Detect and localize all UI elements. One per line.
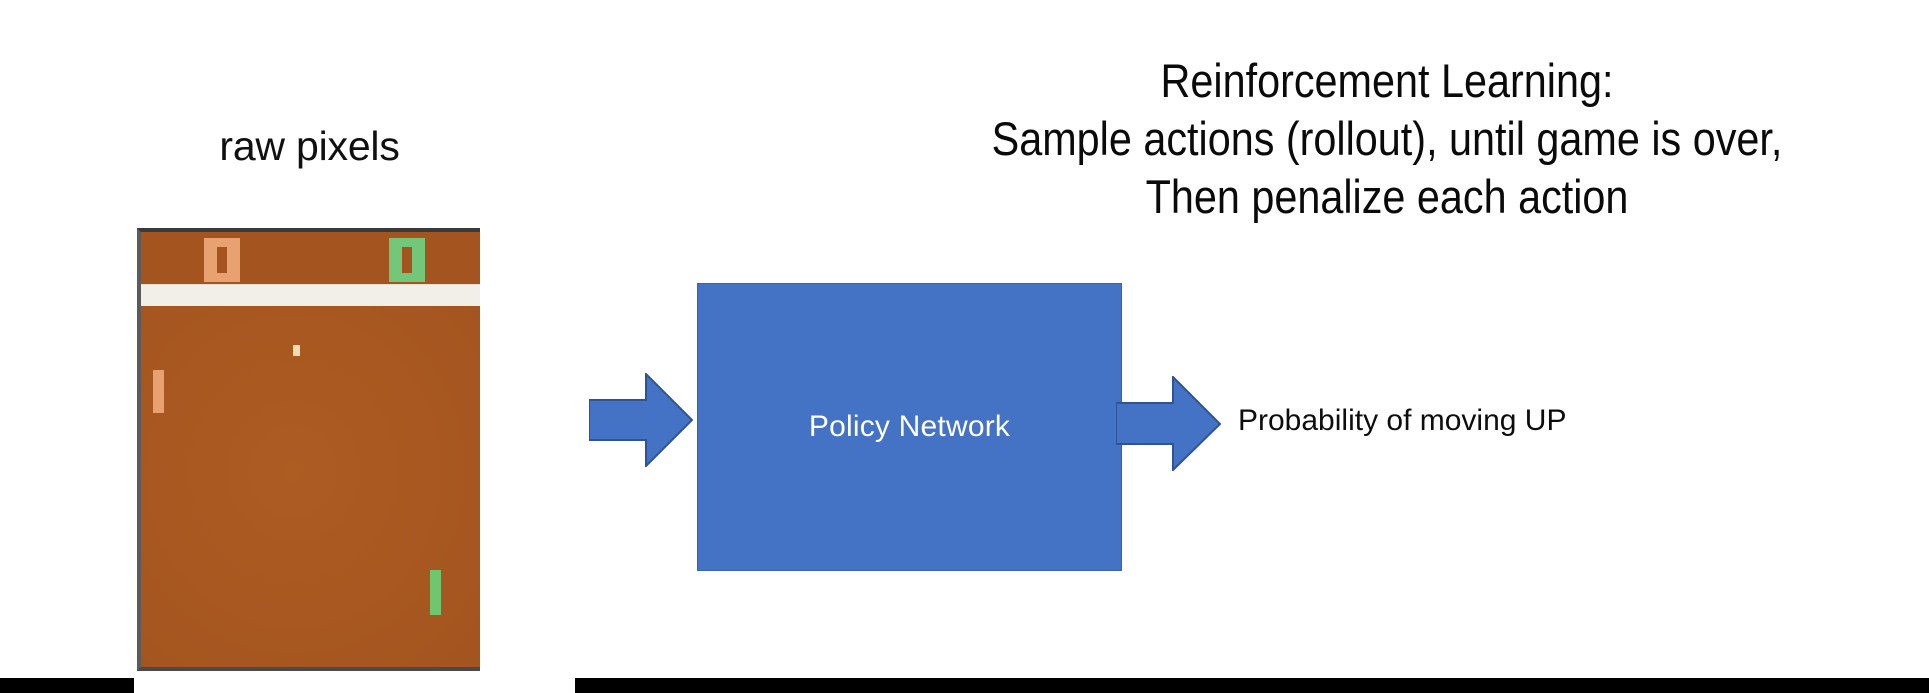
slide-heading: Reinforcement Learning: Sample actions (… [845, 52, 1929, 226]
heading-line-2: Sample actions (rollout), until game is … [991, 112, 1783, 165]
right-arrow-icon-output [1116, 376, 1221, 471]
raw-pixels-caption: raw pixels [219, 123, 400, 169]
pong-score-band [141, 232, 480, 284]
pong-score-right [389, 238, 425, 282]
right-arrow-shape [1116, 376, 1221, 471]
pong-score-left [204, 238, 240, 282]
pong-divider-line [141, 284, 480, 306]
right-arrow-icon-input [589, 373, 693, 467]
score-digit-glyph [217, 247, 227, 273]
pong-paddle-left [153, 370, 164, 413]
right-arrow-shape [589, 373, 693, 467]
score-digit-glyph [402, 247, 412, 273]
pong-paddle-right [430, 570, 441, 615]
output-label: Probability of moving UP [1238, 404, 1567, 437]
footer-bar-left [0, 678, 134, 693]
pong-playfield [141, 232, 480, 667]
heading-line-1: Reinforcement Learning: [1160, 54, 1614, 107]
policy-network-box[interactable]: Policy Network [697, 283, 1122, 571]
heading-line-3: Then penalize each action [1145, 170, 1629, 223]
pong-game-screenshot [137, 228, 480, 671]
footer-bar-right [575, 678, 1929, 693]
policy-network-label: Policy Network [808, 410, 1011, 443]
pong-ball [293, 345, 300, 356]
